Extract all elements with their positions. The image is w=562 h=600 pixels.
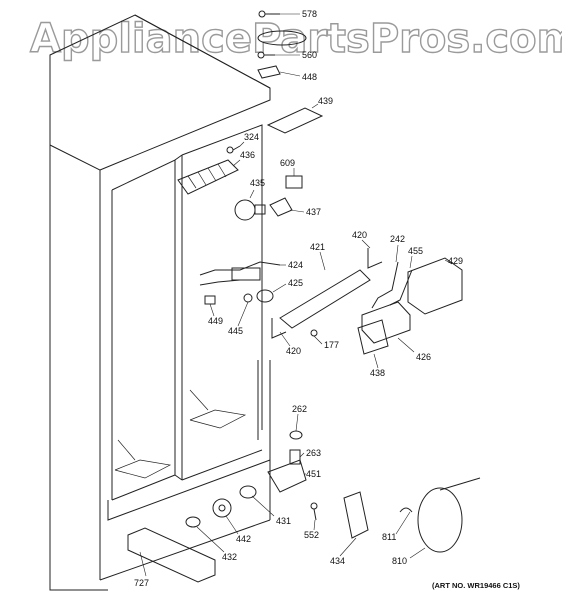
callout-451: 451 (306, 469, 321, 479)
callout-438: 438 (370, 368, 385, 378)
callout-810: 810 (392, 556, 407, 566)
callout-432: 432 (222, 552, 237, 562)
callout-425: 425 (288, 278, 303, 288)
callout-262: 262 (292, 404, 307, 414)
callout-420-top: 420 (352, 230, 367, 240)
callout-434: 434 (330, 556, 345, 566)
leader-lines (139, 13, 453, 577)
callout-448: 448 (302, 72, 317, 82)
callout-442: 442 (236, 534, 251, 544)
callout-811: 811 (382, 532, 396, 542)
callout-labels: 578 560 448 439 324 436 609 435 437 420 … (134, 9, 463, 588)
callout-578: 578 (302, 9, 317, 19)
callout-436: 436 (240, 150, 255, 160)
callout-177: 177 (324, 340, 339, 350)
callout-426: 426 (416, 352, 431, 362)
callout-431: 431 (276, 516, 291, 526)
callout-421: 421 (310, 242, 325, 252)
callout-439: 439 (318, 96, 333, 106)
callout-445: 445 (228, 326, 243, 336)
callout-263: 263 (306, 448, 321, 458)
callout-455: 455 (408, 246, 423, 256)
callout-429: 429 (448, 256, 463, 266)
callout-437: 437 (306, 207, 321, 217)
art-number: (ART NO. WR19466 C1S) (432, 581, 520, 590)
parts (127, 10, 481, 583)
callout-449: 449 (208, 316, 223, 326)
callout-609: 609 (280, 158, 295, 168)
callout-242: 242 (390, 234, 405, 244)
callout-552: 552 (304, 530, 319, 540)
callout-727: 727 (134, 578, 149, 588)
callout-324: 324 (244, 132, 259, 142)
callout-560: 560 (302, 50, 317, 60)
callout-435: 435 (250, 178, 265, 188)
callout-424: 424 (288, 260, 303, 270)
cabinet-drawing (49, 14, 271, 591)
callout-420-bottom: 420 (286, 346, 301, 356)
